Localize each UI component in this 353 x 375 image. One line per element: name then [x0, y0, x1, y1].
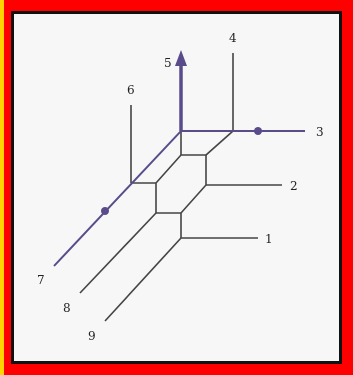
left-yellow-edge: [0, 0, 4, 375]
label-7: 7: [37, 273, 45, 287]
line-7: [53, 130, 182, 267]
label-9: 9: [88, 329, 96, 343]
structure-lines: [79, 53, 282, 322]
label-2: 2: [290, 179, 298, 193]
label-6: 6: [127, 83, 135, 97]
hex-link-right: [205, 130, 234, 156]
line-8: [79, 212, 157, 294]
label-3: 3: [316, 125, 324, 139]
dot-line-7: [101, 207, 109, 215]
arrow-5: [175, 50, 187, 131]
label-4: 4: [229, 31, 237, 45]
label-8: 8: [63, 301, 71, 315]
line-9: [104, 237, 182, 322]
arrow-5-head: [175, 50, 187, 66]
accent-lines: [53, 130, 305, 267]
label-1: 1: [265, 232, 273, 246]
dot-line-3: [254, 127, 262, 135]
paper: [14, 14, 339, 361]
label-5: 5: [164, 56, 172, 70]
